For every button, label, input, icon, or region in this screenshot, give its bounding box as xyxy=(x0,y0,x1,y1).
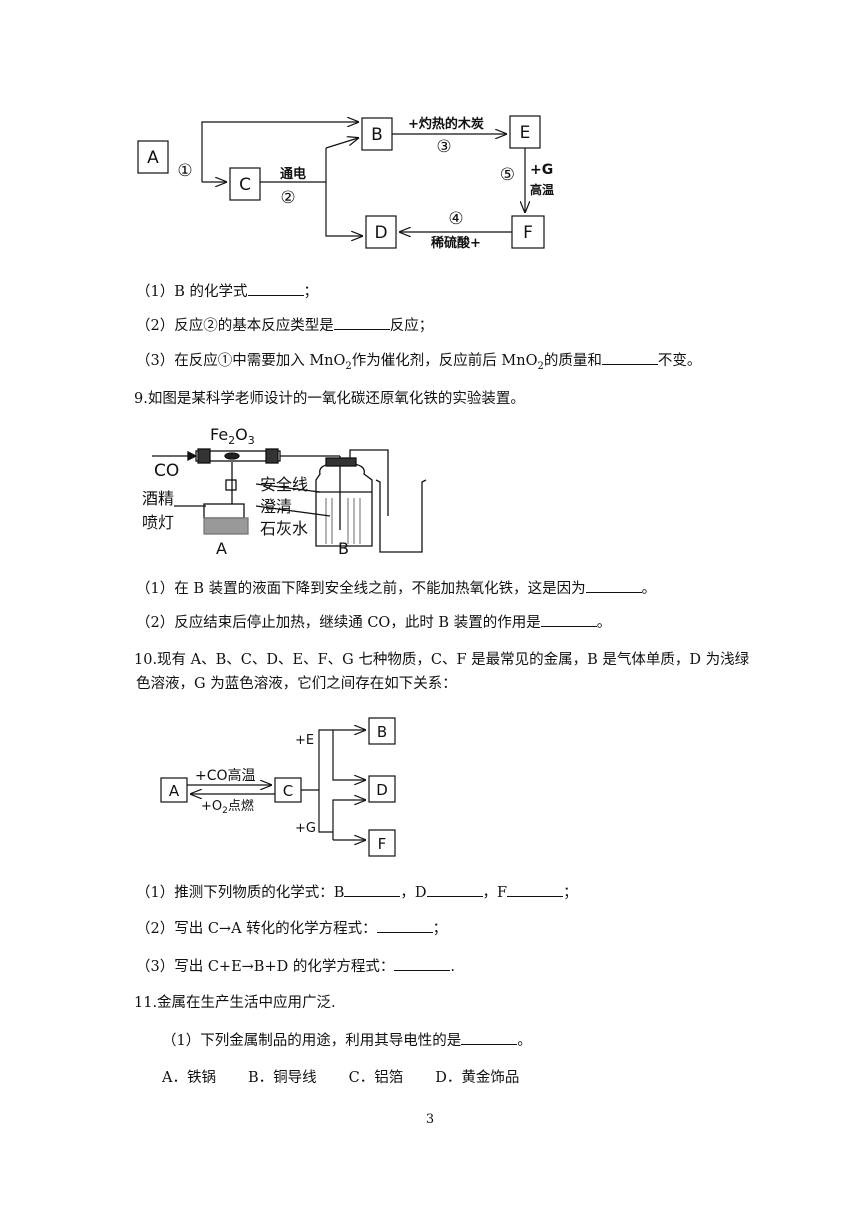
clear-label: 澄清 xyxy=(260,497,292,516)
o2-ignite-label: +O2点燃 xyxy=(201,798,254,816)
dilute-acid-label: 稀硫酸+ xyxy=(431,235,481,251)
q9-part2: （2）反应结束后停止加热，继续通 CO，此时 B 装置的作用是。 xyxy=(136,612,611,633)
step-5-label: ⑤ xyxy=(500,165,515,185)
label-c2: C xyxy=(283,782,293,800)
apparatus-b-label: B xyxy=(338,539,349,558)
q10-title-line1: 10.现有 A、B、C、D、E、F、G 七种物质，C、F 是最常见的金属，B 是… xyxy=(134,652,750,668)
q8-part2: （2）反应②的基本反应类型是反应； xyxy=(136,315,433,336)
option-d[interactable]: D．黄金饰品 xyxy=(435,1070,520,1086)
step-4-label: ④ xyxy=(448,209,463,229)
q10-title-line2: 色溶液，G 为蓝色溶液，它们之间存在如下关系： xyxy=(136,676,457,692)
box-f2 xyxy=(368,829,396,857)
answer-blank[interactable] xyxy=(247,281,304,296)
page-number: 3 xyxy=(425,1112,435,1127)
option-b[interactable]: B．铜导线 xyxy=(247,1070,317,1086)
plus-g2-label: +G xyxy=(295,821,316,836)
reaction-diagram-1: A C B E F D ① 通电 ② +灼热的木炭 ③ ⑤ +G 高温 ④ 稀硫… xyxy=(137,115,554,251)
q10-part1: （1）推测下列物质的化学式：B，D，F； xyxy=(136,882,578,903)
lamp-label-2: 喷灯 xyxy=(142,513,174,532)
q8-part1: （1）B 的化学式； xyxy=(136,281,318,302)
label-d: D xyxy=(374,223,387,243)
fe2o3-label: Fe2O3 xyxy=(210,425,255,447)
box-b2 xyxy=(368,717,396,745)
label-b2: B xyxy=(377,723,387,741)
q9-part1: （1）在 B 装置的液面下降到安全线之前，不能加热氧化铁，这是因为。 xyxy=(136,578,656,599)
answer-blank[interactable] xyxy=(601,350,658,365)
lamp-label-1: 酒精 xyxy=(142,489,174,508)
box-d xyxy=(365,215,397,249)
plus-g-label: +G xyxy=(530,162,553,178)
step-2-label: ② xyxy=(280,188,295,208)
answer-blank[interactable] xyxy=(333,315,390,330)
box-a2 xyxy=(160,777,188,803)
step-3-label: ③ xyxy=(436,137,451,157)
label-a2: A xyxy=(169,782,180,800)
label-c: C xyxy=(239,175,251,195)
safety-line-label: 安全线 xyxy=(260,475,308,494)
label-d2: D xyxy=(376,781,388,799)
answer-blank[interactable] xyxy=(394,956,451,971)
answer-blank[interactable] xyxy=(426,882,483,897)
answer-blank[interactable] xyxy=(540,612,597,627)
q8-part3: （3）在反应①中需要加入 MnO2作为催化剂，反应前后 MnO2的质量和不变。 xyxy=(136,350,701,377)
label-f: F xyxy=(523,223,533,243)
q10-part3: （3）写出 C+E→B+D 的化学方程式：. xyxy=(136,956,455,977)
hot-charcoal-label: +灼热的木炭 xyxy=(408,116,484,132)
label-f2: F xyxy=(378,835,387,853)
step-1-label: ① xyxy=(177,161,192,181)
apparatus-diagram: Fe2O3 CO 酒精 喷灯 安全线 澄清 石灰水 A B xyxy=(142,425,427,558)
co-high-temp-label: +CO高温 xyxy=(195,767,256,784)
label-e: E xyxy=(520,123,531,143)
answer-blank[interactable] xyxy=(344,882,401,897)
answer-blank[interactable] xyxy=(461,1030,518,1045)
option-c[interactable]: C．铝箔 xyxy=(348,1070,404,1086)
co-label: CO xyxy=(154,461,179,481)
apparatus-a-label: A xyxy=(216,539,227,558)
option-a[interactable]: A．铁锅 xyxy=(162,1070,216,1086)
plus-e-label: +E xyxy=(295,733,314,748)
q11-options: A．铁锅 B．铜导线 C．铝箔 D．黄金饰品 xyxy=(162,1068,551,1088)
electrolysis-label: 通电 xyxy=(280,166,306,182)
high-temp-label: 高温 xyxy=(530,182,554,197)
q9-title: 9.如图是某科学老师设计的一氧化碳还原氧化铁的实验装置。 xyxy=(134,391,525,407)
answer-blank[interactable] xyxy=(376,918,433,933)
answer-blank[interactable] xyxy=(585,578,642,593)
box-a xyxy=(137,140,169,174)
answer-blank[interactable] xyxy=(507,882,564,897)
box-d2 xyxy=(368,775,396,803)
label-a: A xyxy=(147,148,159,168)
reaction-diagram-2: A C B D F +CO高温 +O2点燃 +E +G xyxy=(160,717,396,857)
q11-title: 11.金属在生产生活中应用广泛. xyxy=(134,995,336,1011)
q10-part2: （2）写出 C→A 转化的化学方程式：； xyxy=(136,918,447,939)
label-b: B xyxy=(371,125,383,145)
q11-part1: （1）下列金属制品的用途，利用其导电性的是。 xyxy=(162,1030,532,1051)
box-c xyxy=(229,167,261,201)
limewater-label: 石灰水 xyxy=(260,519,308,538)
